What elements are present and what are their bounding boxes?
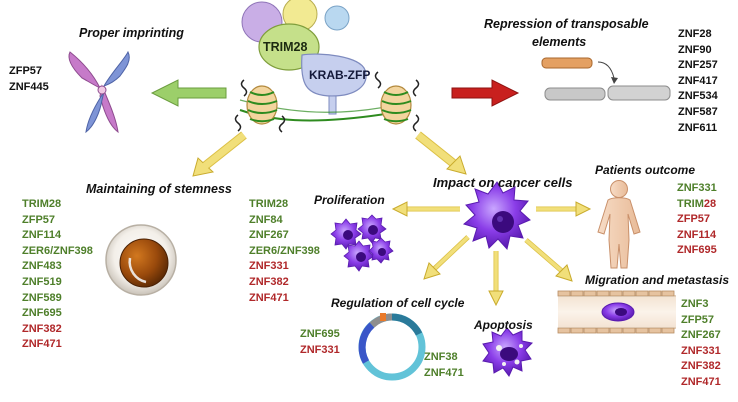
gene-label: ZNF519 xyxy=(22,275,62,288)
gene-label: ZER6/ZNF398 xyxy=(249,244,320,257)
arrow-to-transposable xyxy=(451,79,520,107)
gene-label: ZNF417 xyxy=(678,74,718,87)
arrow-to-proliferation xyxy=(391,201,460,217)
gene-label: ZNF445 xyxy=(9,80,49,93)
gene-label: ZNF382 xyxy=(22,322,62,335)
gene-label: ZNF611 xyxy=(678,121,718,134)
chromosome-icon xyxy=(68,50,130,134)
stemness-title: Maintaining of stemness xyxy=(86,182,232,196)
gene-label: ZNF471 xyxy=(22,338,62,351)
apoptotic-cell-icon xyxy=(482,327,534,377)
arrow-to-stemness xyxy=(192,131,247,177)
gene-label: ZNF471 xyxy=(249,291,289,304)
gene-label: ZNF471 xyxy=(424,366,464,379)
gene-label: ZNF331 xyxy=(300,343,340,356)
gene-label: ZNF331 xyxy=(681,344,721,357)
krab-zfp-label: KRAB-ZFP xyxy=(309,68,371,82)
gene-label: ZFP57 xyxy=(9,65,43,77)
gene-label: ZNF3 xyxy=(681,298,709,310)
cancer-cell-icon xyxy=(462,181,531,251)
gene-label: ZNF589 xyxy=(22,291,62,304)
gene-label: ZNF695 xyxy=(22,307,62,320)
arrow-to-apoptosis xyxy=(488,251,504,307)
arrow-to-imprinting xyxy=(150,79,227,107)
gene-label: ZNF382 xyxy=(681,360,721,373)
gene-label: ZER6/ZNF398 xyxy=(22,244,93,257)
blood-vessel-icon xyxy=(557,290,676,334)
cancer-title: Impact on cancer cells xyxy=(433,175,573,190)
gene-label: ZNF267 xyxy=(681,329,721,342)
gene-label-trim28: TRIM28 xyxy=(677,197,717,210)
gene-label: ZNF28 xyxy=(678,28,712,40)
gene-label: ZNF483 xyxy=(22,260,62,273)
patients-title: Patients outcome xyxy=(595,163,696,177)
cell-cycle-ring-icon xyxy=(358,313,426,381)
gene-label: ZNF382 xyxy=(249,275,289,288)
gene-label: ZNF587 xyxy=(678,105,718,118)
gene-label: ZFP57 xyxy=(22,213,56,226)
proliferating-cells-icon xyxy=(330,214,394,272)
gene-label: ZNF38 xyxy=(424,351,458,363)
arrow-to-migration xyxy=(524,238,573,282)
cell-cycle-title: Regulation of cell cycle xyxy=(331,296,465,310)
gene-label: ZNF695 xyxy=(677,244,717,257)
patients-gene-list: ZNF331 TRIM28 ZFP57 ZNF114 ZNF695 xyxy=(677,181,717,259)
gene-label: ZFP57 xyxy=(681,313,715,326)
transposable-title-line2: elements xyxy=(532,35,587,49)
gene-label: ZNF471 xyxy=(681,375,721,388)
arrow-to-cancer xyxy=(415,131,467,175)
chromatin-dna xyxy=(234,71,420,133)
gene-label: TRIM28 xyxy=(22,198,62,210)
arrow-to-cell-cycle xyxy=(423,235,470,280)
proliferation-title: Proliferation xyxy=(314,193,385,207)
transposable-elements-icon xyxy=(541,57,671,101)
imprinting-title: Proper imprinting xyxy=(79,26,184,40)
gene-label: ZNF267 xyxy=(249,229,289,242)
gene-label: ZNF114 xyxy=(22,229,62,242)
gene-label: ZNF534 xyxy=(678,90,718,103)
migration-title: Migration and metastasis xyxy=(585,273,730,287)
gene-label: ZNF331 xyxy=(677,182,717,194)
gene-label: ZNF695 xyxy=(300,328,340,340)
trim28-label: TRIM28 xyxy=(263,40,308,54)
gene-label: TRIM28 xyxy=(249,198,289,210)
arrow-to-patients xyxy=(536,201,592,217)
trim28-complex xyxy=(241,0,367,115)
gene-label: ZNF331 xyxy=(249,260,289,273)
gene-label: ZNF257 xyxy=(678,59,718,72)
stem-cell-icon xyxy=(105,224,177,296)
gene-label: ZNF114 xyxy=(677,228,717,241)
transposable-title-line1: Repression of transposable xyxy=(484,17,649,31)
human-body-icon xyxy=(597,180,641,269)
apoptosis-title: Apoptosis xyxy=(474,318,533,332)
gene-label: ZFP57 xyxy=(677,213,711,226)
gene-label: ZNF90 xyxy=(678,43,712,56)
gene-label: ZNF84 xyxy=(249,213,283,226)
